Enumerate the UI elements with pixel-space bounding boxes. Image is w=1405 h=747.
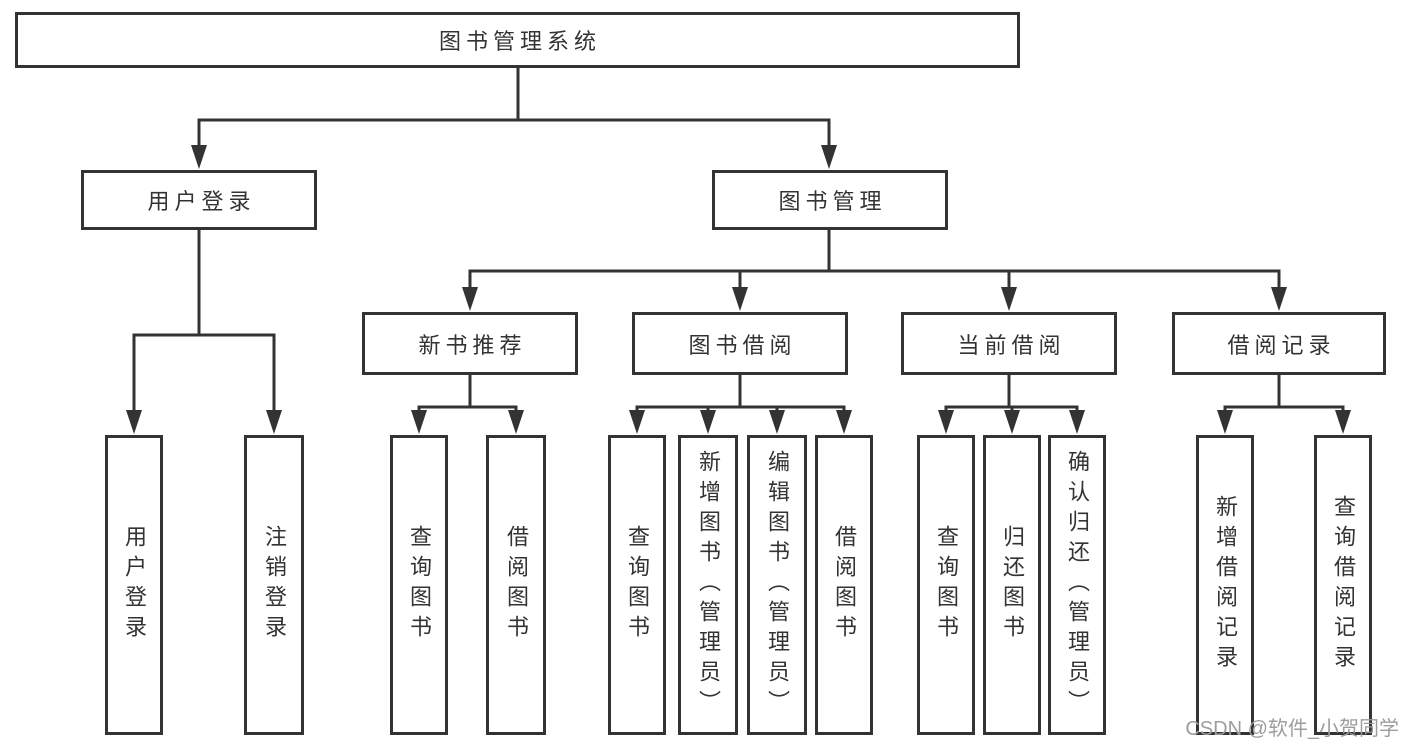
node-label: 用户登录 — [147, 189, 256, 214]
node-borrow-records: 借阅记录 — [1172, 312, 1386, 375]
node-label: 新增借阅记录 — [1213, 495, 1238, 675]
node-label: 归还图书 — [1000, 525, 1025, 645]
node-current-borrow: 当前借阅 — [901, 312, 1117, 375]
node-label: 查询借阅记录 — [1331, 495, 1356, 675]
leaf-add-borrow-record: 新增借阅记录 — [1196, 435, 1254, 735]
node-label: 确认归还（管理员） — [1065, 450, 1090, 720]
node-label: 图书借阅 — [688, 332, 797, 358]
node-label: 借阅图书 — [832, 525, 857, 645]
leaf-query-books-current: 查询图书 — [917, 435, 975, 735]
node-label: 查询图书 — [407, 525, 432, 645]
leaf-borrow-books-recommend: 借阅图书 — [486, 435, 546, 735]
node-user-login: 用户登录 — [81, 170, 317, 230]
leaf-confirm-return-admin: 确认归还（管理员） — [1048, 435, 1106, 735]
leaf-logout: 注销登录 — [244, 435, 304, 735]
leaf-add-book-admin: 新增图书（管理员） — [678, 435, 738, 735]
leaf-query-books-recommend: 查询图书 — [390, 435, 448, 735]
node-label: 注销登录 — [262, 525, 287, 645]
node-new-book-recommend: 新书推荐 — [362, 312, 578, 375]
node-label: 编辑图书（管理员） — [765, 450, 790, 720]
leaf-borrow-books: 借阅图书 — [815, 435, 873, 735]
node-label: 当前借阅 — [957, 332, 1066, 358]
node-label: 借阅记录 — [1227, 332, 1336, 358]
node-library-system: 图书管理系统 — [15, 12, 1020, 68]
node-label: 新书推荐 — [418, 332, 527, 358]
node-label: 新增图书（管理员） — [696, 450, 721, 720]
leaf-query-books-borrow: 查询图书 — [608, 435, 666, 735]
node-label: 图书管理 — [778, 189, 887, 214]
node-label: 图书管理系统 — [438, 29, 601, 54]
node-label: 用户登录 — [122, 525, 147, 645]
node-label: 借阅图书 — [504, 525, 529, 645]
leaf-query-borrow-record: 查询借阅记录 — [1314, 435, 1372, 735]
leaf-return-book: 归还图书 — [983, 435, 1041, 735]
node-book-borrow: 图书借阅 — [632, 312, 848, 375]
leaf-edit-book-admin: 编辑图书（管理员） — [747, 435, 807, 735]
node-label: 查询图书 — [625, 525, 650, 645]
node-book-management: 图书管理 — [712, 170, 948, 230]
node-label: 查询图书 — [934, 525, 959, 645]
csdn-watermark: CSDN @软件_小贺同学 — [1185, 718, 1399, 740]
leaf-user-login: 用户登录 — [105, 435, 163, 735]
